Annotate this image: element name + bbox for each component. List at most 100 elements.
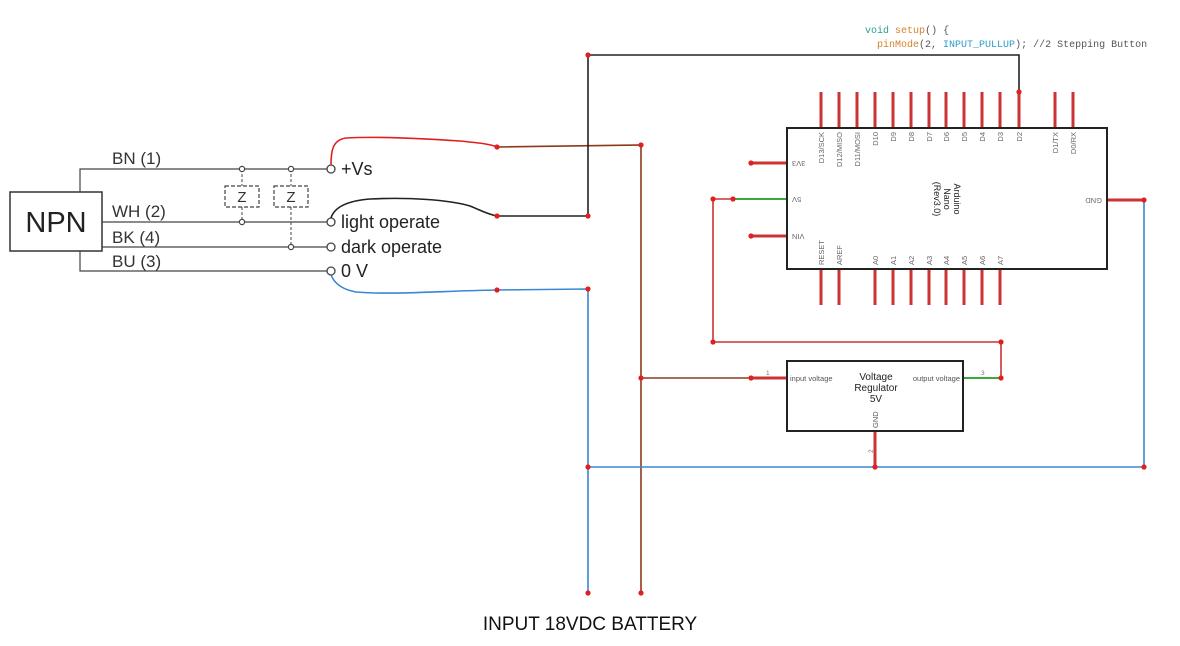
arduino-bottom-pin-label: RESET	[817, 240, 826, 265]
junction-dot	[748, 375, 754, 381]
arduino-bottom-pin-label: A7	[996, 256, 1005, 265]
junction-dot	[1141, 197, 1147, 203]
npn-box	[9, 191, 103, 252]
junction-dot	[585, 590, 591, 596]
arduino-top-pin-label: D9	[889, 132, 898, 142]
z-load-2: Z	[273, 165, 309, 251]
terminal-vs	[326, 164, 336, 174]
regulator-pin2-number: 2	[868, 449, 875, 453]
red-vs-wire	[330, 136, 498, 166]
vs-label: +Vs	[341, 159, 373, 179]
dark-operate-label: dark operate	[341, 237, 442, 257]
pin-5v-label: 5V	[792, 195, 801, 204]
junction-dot	[730, 196, 736, 202]
arduino-top-pin-label: D11/MOSI	[853, 132, 862, 166]
code-line-2: pinMode(2, INPUT_PULLUP); //2 Stepping B…	[865, 29, 1147, 51]
junction-dot	[748, 233, 754, 239]
arduino-bottom-pin-label: A2	[907, 256, 916, 265]
arduino-bottom-labels: RESET AREF A0 A1 A2 A3 A4 A5 A6 A7	[817, 240, 1005, 265]
arduino-top-pin-label: D6	[942, 132, 951, 142]
arduino-top-pin-label: D4	[978, 132, 987, 142]
junction-dot	[494, 144, 500, 150]
junction-dot	[638, 142, 644, 148]
brown-supply-wire	[496, 144, 642, 593]
junction-dot	[748, 160, 754, 166]
arduino-top-pin-label: D13/SCK	[817, 132, 826, 163]
arduino-top-pin-label: D10	[871, 132, 880, 146]
code-comment: ); //2 Stepping Button	[1015, 40, 1148, 51]
arduino-bottom-pin-label: AREF	[835, 245, 844, 265]
pin-gnd-label: GND	[1085, 196, 1102, 205]
arduino-top-pin-label: D12/MISO	[835, 132, 844, 167]
junction-dot	[872, 464, 878, 470]
junction-dot	[585, 52, 591, 58]
bn-label: BN (1)	[112, 149, 161, 168]
junction-dot	[998, 339, 1004, 345]
arduino-top-pin-label: D0/RX	[1069, 132, 1078, 154]
junction-dot	[638, 590, 644, 596]
arduino-bottom-pin-label: A3	[925, 256, 934, 265]
z-label: Z	[286, 189, 295, 206]
junction-dot	[710, 339, 716, 345]
light-operate-label: light operate	[341, 212, 440, 232]
code-keyword: void	[865, 26, 890, 37]
arduino-bottom-pin-label: A0	[871, 256, 880, 265]
regulator-title-line3: 5V	[870, 394, 883, 405]
regulator-pin1-number: 1	[766, 370, 770, 377]
arduino-title: Arduino Nano (Rev3.0)	[932, 182, 962, 217]
pin-3v3-label: 3V3	[792, 159, 805, 168]
arduino-bottom-pin-label: A4	[942, 256, 951, 265]
arduino-bottom-pins	[819, 269, 1002, 305]
arduino-top-pin-label: D1/TX	[1051, 132, 1060, 153]
arduino-body	[786, 127, 1108, 270]
voltage-regulator: Voltage Regulator 5V input voltage outpu…	[751, 360, 1001, 467]
code-text: () {	[925, 26, 950, 37]
junction-dot	[1141, 464, 1147, 470]
arduino-bottom-pin-label: A6	[978, 256, 987, 265]
arduino-top-pin-label: D2	[1015, 132, 1024, 142]
regulator-gnd-label: GND	[871, 411, 880, 428]
code-constant: INPUT_PULLUP	[943, 40, 1016, 51]
regulator-body	[786, 360, 964, 432]
regulator-title-line1: Voltage	[859, 372, 893, 383]
junction-dot	[585, 286, 591, 292]
regulator-pin3-number: 3	[981, 370, 985, 377]
arduino-bottom-pin-label: A5	[960, 256, 969, 265]
bk-label: BK (4)	[112, 228, 160, 247]
arduino-top-pins	[819, 92, 1075, 128]
npn-label: NPN	[25, 207, 86, 239]
arduino-top-pin-label: D3	[996, 132, 1005, 142]
footer-caption: INPUT 18VDC BATTERY	[482, 614, 698, 635]
bn-wire	[79, 168, 330, 192]
junction-dots	[494, 52, 1147, 596]
arduino-bottom-pin-label: A1	[889, 256, 898, 265]
blue-arduino-gnd-wire	[1106, 199, 1145, 467]
terminal-0v	[326, 266, 336, 276]
bu-wire	[79, 251, 330, 272]
junction-dot	[1016, 89, 1022, 95]
junction-dot	[710, 196, 716, 202]
junction-dot	[638, 375, 644, 381]
arduino-title-line3: (Rev3.0)	[932, 182, 942, 217]
z-label: Z	[237, 189, 246, 206]
code-function: setup	[895, 26, 926, 37]
junction-dot	[585, 464, 591, 470]
junction-dot	[494, 213, 500, 219]
black-light-wire	[330, 197, 498, 219]
z-load-1: Z	[224, 165, 260, 226]
regulator-input-label: input voltage	[790, 374, 833, 383]
bu-label: BU (3)	[112, 252, 161, 271]
junction-dot	[494, 287, 500, 293]
regulator-title-line2: Regulator	[854, 383, 898, 394]
code-text: (2,	[919, 40, 944, 51]
pin-vin-label: VIN	[792, 232, 805, 241]
arduino-title-line1: Arduino	[952, 183, 962, 214]
arduino-title-line2: Nano	[942, 188, 952, 210]
junction-dot	[585, 213, 591, 219]
code-line-1: void setup() {	[853, 15, 949, 37]
arduino-top-pin-label: D8	[907, 132, 916, 142]
blue-0v-wire	[330, 274, 498, 294]
